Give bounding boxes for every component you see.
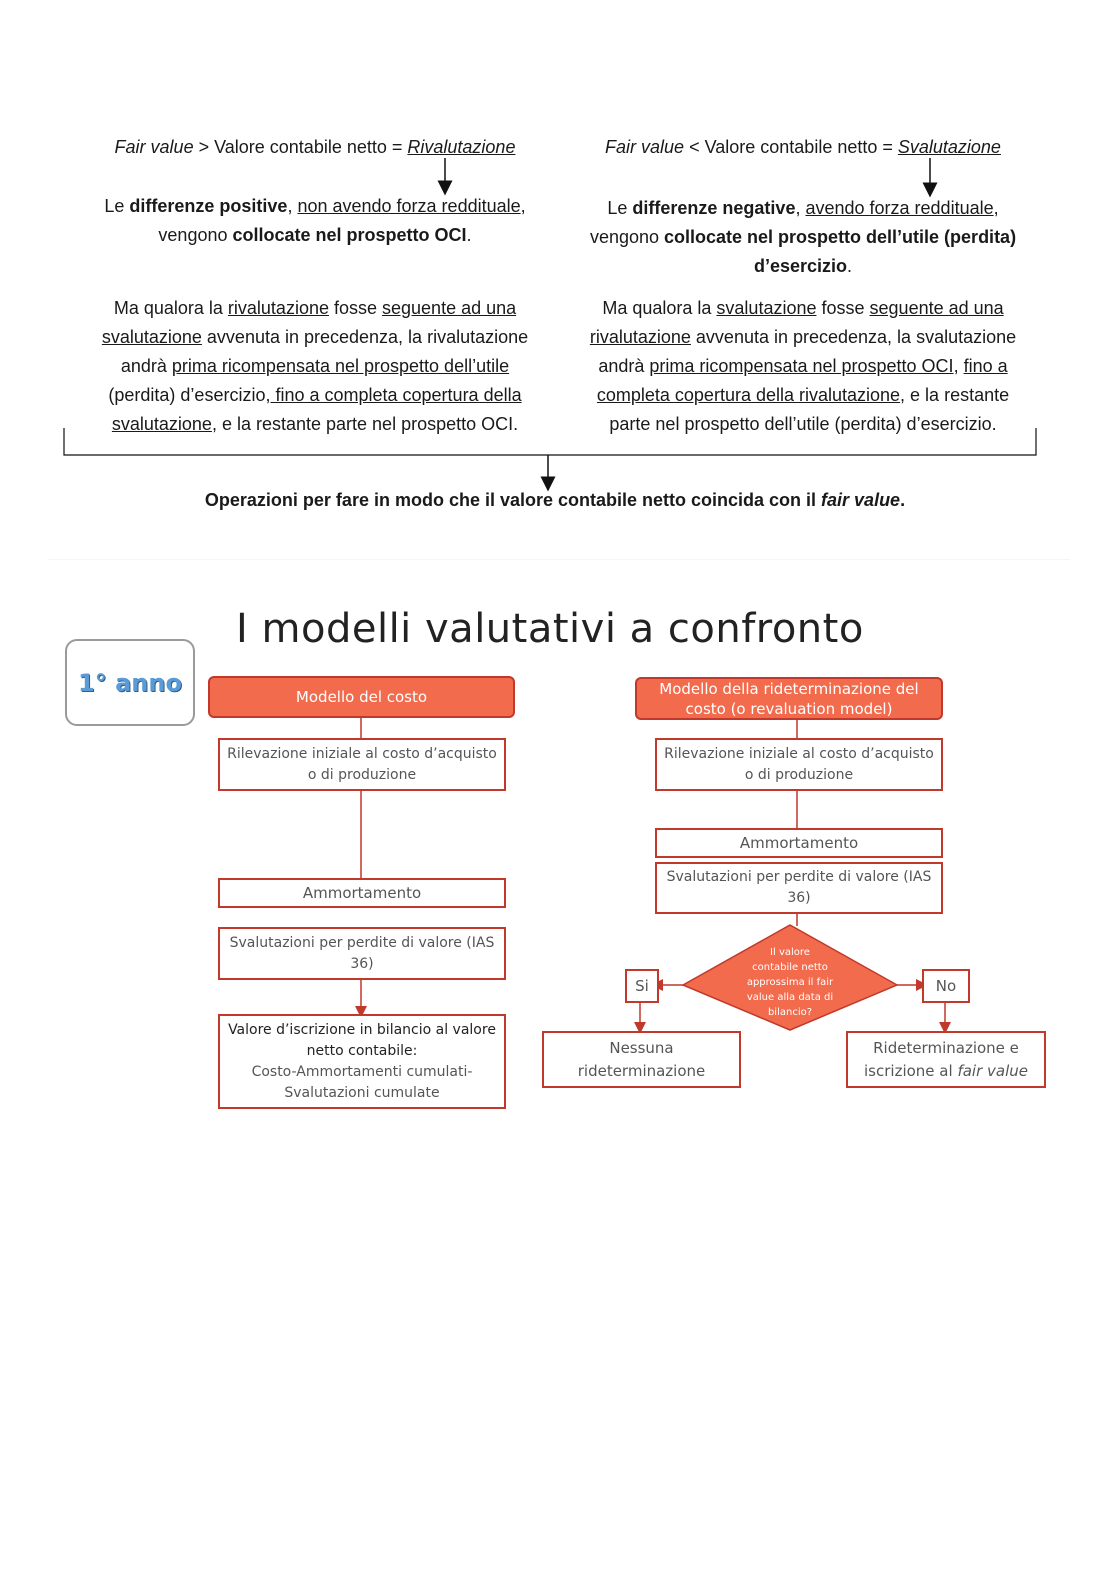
right-heading: Fair value < Valore contabile netto = Sv… — [605, 137, 1001, 157]
year-badge: 1° anno — [65, 639, 195, 726]
cost-model-header: Modello del costo — [208, 676, 515, 718]
right-paragraph-2: Ma qualora la svalutazione fosse seguent… — [589, 298, 1017, 434]
left-paragraph-2: Ma qualora la rivalutazione fosse seguen… — [101, 298, 529, 434]
no-label-box: No — [922, 969, 970, 1003]
upper-connectors — [48, 158, 1070, 560]
decision-question: Il valore contabile netto approssima il … — [746, 947, 834, 1018]
reval-initial-recognition-box: Rilevazione iniziale al costo d’acquisto… — [655, 738, 943, 791]
flowchart-connectors — [355, 716, 951, 1034]
cost-final-value-box: Valore d’iscrizione in bilancio al valor… — [218, 1014, 506, 1109]
left-paragraph-1: Le differenze positive, non avendo forza… — [104, 196, 526, 245]
cost-initial-recognition-box: Rilevazione iniziale al costo d’acquisto… — [218, 738, 506, 791]
right-paragraph-1: Le differenze negative, avendo forza red… — [589, 198, 1017, 276]
slide-title: I modelli valutativi a confronto — [236, 606, 864, 652]
cost-amortization-box: Ammortamento — [218, 878, 506, 908]
conclusion-line: Operazioni per fare in modo che il valor… — [204, 490, 906, 510]
reval-amortization-box: Ammortamento — [655, 828, 943, 858]
left-heading: Fair value > Valore contabile netto = Ri… — [114, 137, 516, 157]
bracket — [63, 428, 1037, 456]
yes-label-box: Si — [625, 969, 659, 1003]
decision-diamond — [681, 924, 899, 1031]
